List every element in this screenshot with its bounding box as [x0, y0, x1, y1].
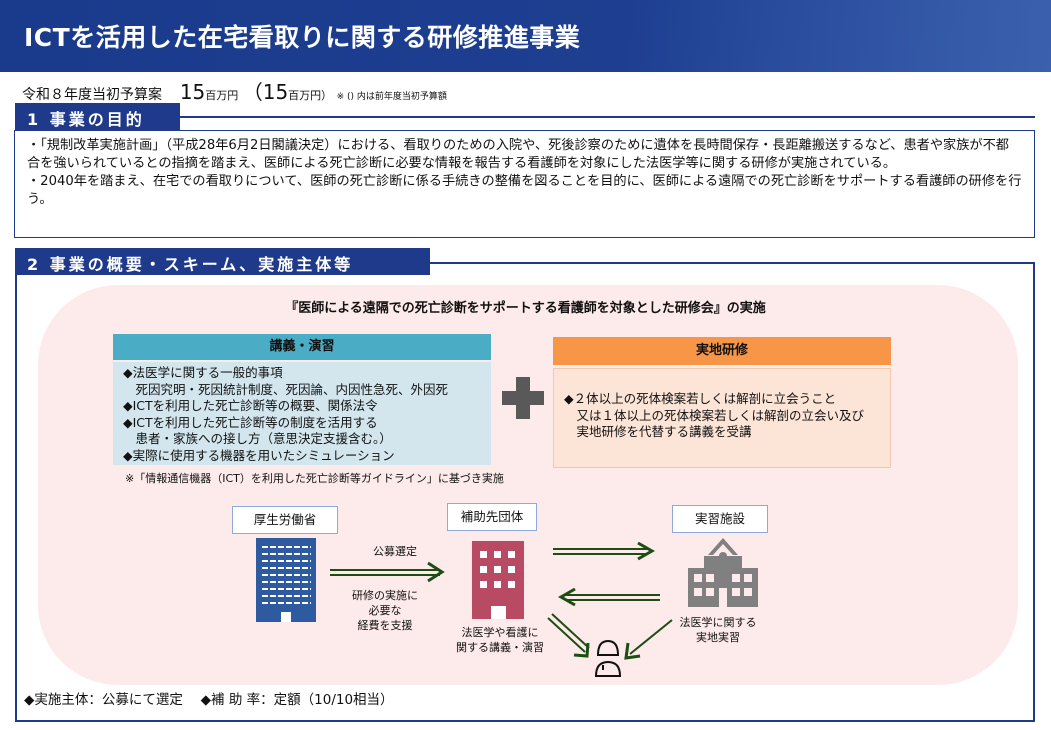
nurse-icon: [594, 639, 622, 677]
lecture-line: ◆法医学に関する一般的事項: [123, 365, 283, 380]
budget-label: 令和８年度当初予算案: [22, 87, 162, 103]
guideline-note: ※「情報通信機器（ICT）を利用した死亡診断等ガイドライン」に基づき実施: [125, 472, 504, 485]
facility-note-line: 実地実習: [696, 631, 740, 644]
lecture-line: ◆実際に使用する機器を用いたシミュレーション: [123, 447, 395, 463]
support-line: 経費を支援: [357, 619, 413, 632]
ministry-label: 厚生労働省: [232, 506, 338, 534]
budget-note: ※ () 内は前年度当初予算額: [336, 92, 447, 102]
divider: [180, 116, 1035, 118]
lecture-line: ◆ICTを利用した死亡診断等の概要、関係法令: [123, 398, 378, 413]
lecture-line: 患者・家族への接し方（意思決定支援含む。）: [123, 431, 392, 446]
section2-heading: 2 事業の概要・スキーム、実施主体等: [15, 248, 430, 275]
page-title: ICTを活用した在宅看取りに関する研修推進事業: [24, 23, 581, 52]
lecture-note-line: 関する講義・演習: [456, 641, 544, 654]
facility-note: 法医学に関する 実地実習: [668, 615, 768, 645]
title-bar: [0, 0, 1051, 72]
lecture-body: ◆法医学に関する一般的事項 死因究明・死因統計制度、死因論、内因性急死、外因死 …: [113, 362, 491, 465]
budget-unit: 百万円: [205, 89, 239, 102]
practical-body: ◆２体以上の死体検案若しくは解剖に立会うこと 又は１体以上の死体検案若しくは解剖…: [553, 368, 891, 468]
plus-icon: [502, 377, 544, 419]
grantee-label: 補助先団体: [447, 503, 537, 531]
support-line: 研修の実施に: [352, 589, 418, 602]
practical-heading: 実地研修: [553, 337, 891, 365]
arrows: [330, 541, 673, 660]
grantee-building-icon: [472, 541, 524, 619]
budget-line: 令和８年度当初予算案 15百万円 （15百万円） ※ () 内は前年度当初予算額: [22, 76, 447, 105]
lecture-note-line: 法医学や看護に: [461, 626, 539, 639]
school-facility-icon: [688, 538, 758, 607]
section2-box: [15, 262, 1035, 722]
practical-line: 又は１体以上の死体検案若しくは解剖の立会い及び: [564, 407, 865, 423]
lecture-line: 死因究明・死因統計制度、死因論、内因性急死、外因死: [123, 381, 449, 397]
practical-line: ◆２体以上の死体検案若しくは解剖に立会うこと: [564, 391, 837, 406]
budget-amount: 15: [179, 80, 206, 104]
lecture-heading: 講義・演習: [113, 334, 491, 360]
scheme-subtitle: 『医師による遠隔での死亡診断をサポートする看護師を対象とした研修会』の実施: [285, 301, 766, 316]
selection-label: 公募選定: [373, 545, 417, 558]
prev-unit: 百万円）: [288, 89, 333, 102]
practical-line: 実地研修を代替する講義を受講: [564, 424, 752, 439]
section1-body: ・「規制改革実施計画」（平成28年6月2日閣議決定）における、看取りのための入院…: [14, 130, 1035, 238]
support-text: 研修の実施に 必要な 経費を支援: [340, 588, 430, 633]
facility-label: 実習施設: [672, 505, 768, 533]
section1-heading: 1 事業の目的: [15, 103, 180, 130]
implementation-footer: ◆実施主体：公募にて選定 ◆補 助 率：定額（10/10相当）: [24, 692, 394, 708]
purpose-bullet: ・2040年を踏まえ、在宅での看取りについて、医師の死亡診断に係る手続きの整備を…: [27, 174, 1022, 207]
purpose-bullet: ・「規制改革実施計画」（平成28年6月2日閣議決定）における、看取りのための入院…: [27, 138, 1009, 171]
support-line: 必要な: [368, 604, 402, 617]
ministry-building-icon: [256, 538, 316, 622]
lecture-note: 法医学や看護に 関する講義・演習: [450, 625, 550, 655]
facility-note-line: 法医学に関する: [679, 616, 757, 629]
lecture-line: ◆ICTを利用した死亡診断等の制度を活用する: [123, 414, 378, 430]
prev-amount: （15: [242, 80, 289, 104]
